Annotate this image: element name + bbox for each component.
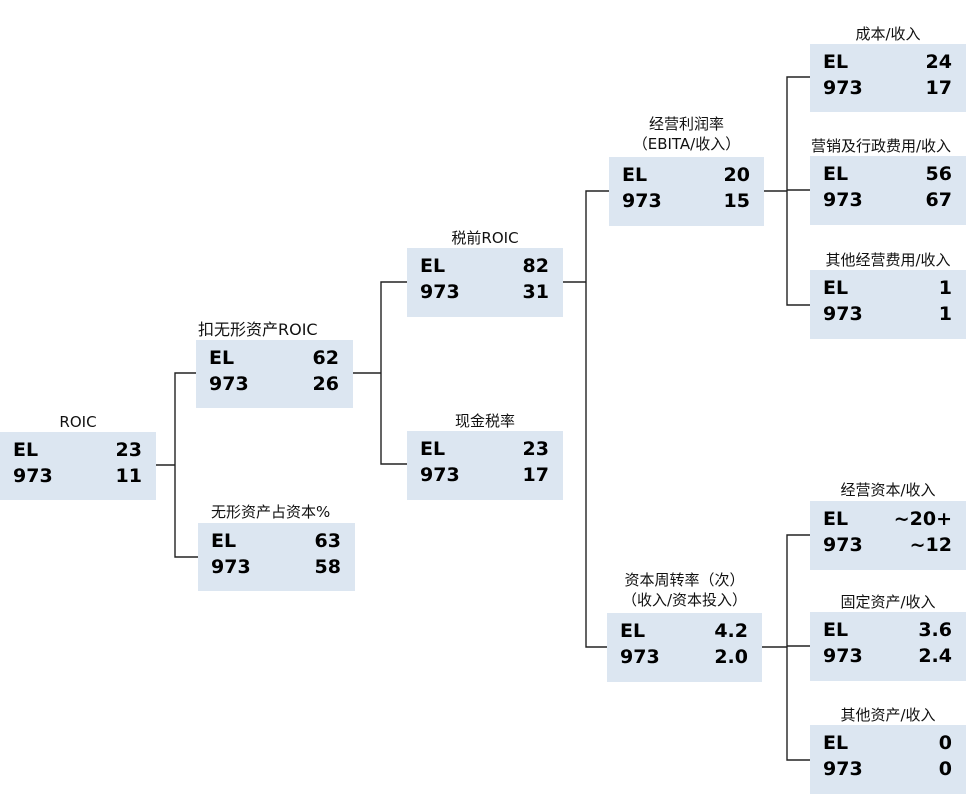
node-label: 税前ROIC [451, 229, 519, 247]
node-label: 现金税率 [454, 412, 515, 430]
value-row-el: EL~20+ [823, 508, 952, 530]
node-label: 扣无形资产ROIC [198, 320, 318, 339]
connector-pretax-roic-branch [585, 190, 609, 648]
node-label: 固定资产/收入 [840, 593, 936, 611]
connector-roic-branch [174, 372, 198, 558]
node-label: 营销及行政费用/收入 [810, 137, 952, 155]
connector-capital-turnover-branch [786, 534, 810, 761]
connector-operating-margin-branch [786, 76, 810, 306]
node-label: 经营利润率 （EBITA/收入） [632, 115, 741, 153]
node-operating-capital-revenue: 经营资本/收入 EL~20+ 973~12 [810, 480, 966, 570]
value-row-973: 973~12 [823, 534, 952, 556]
node-label: 其他经营费用/收入 [825, 251, 951, 269]
node-label: 其他资产/收入 [840, 706, 936, 724]
node-label: 成本/收入 [855, 25, 921, 43]
connector-roic-ex-intangible-branch [380, 281, 407, 465]
value-box: EL~20+ 973~12 [810, 501, 966, 570]
node-label: 经营资本/收入 [840, 481, 936, 499]
node-label: 无形资产占资本% [211, 503, 331, 521]
node-label: ROIC [59, 413, 97, 431]
node-label: 资本周转率（次） （收入/资本投入） [621, 571, 748, 609]
